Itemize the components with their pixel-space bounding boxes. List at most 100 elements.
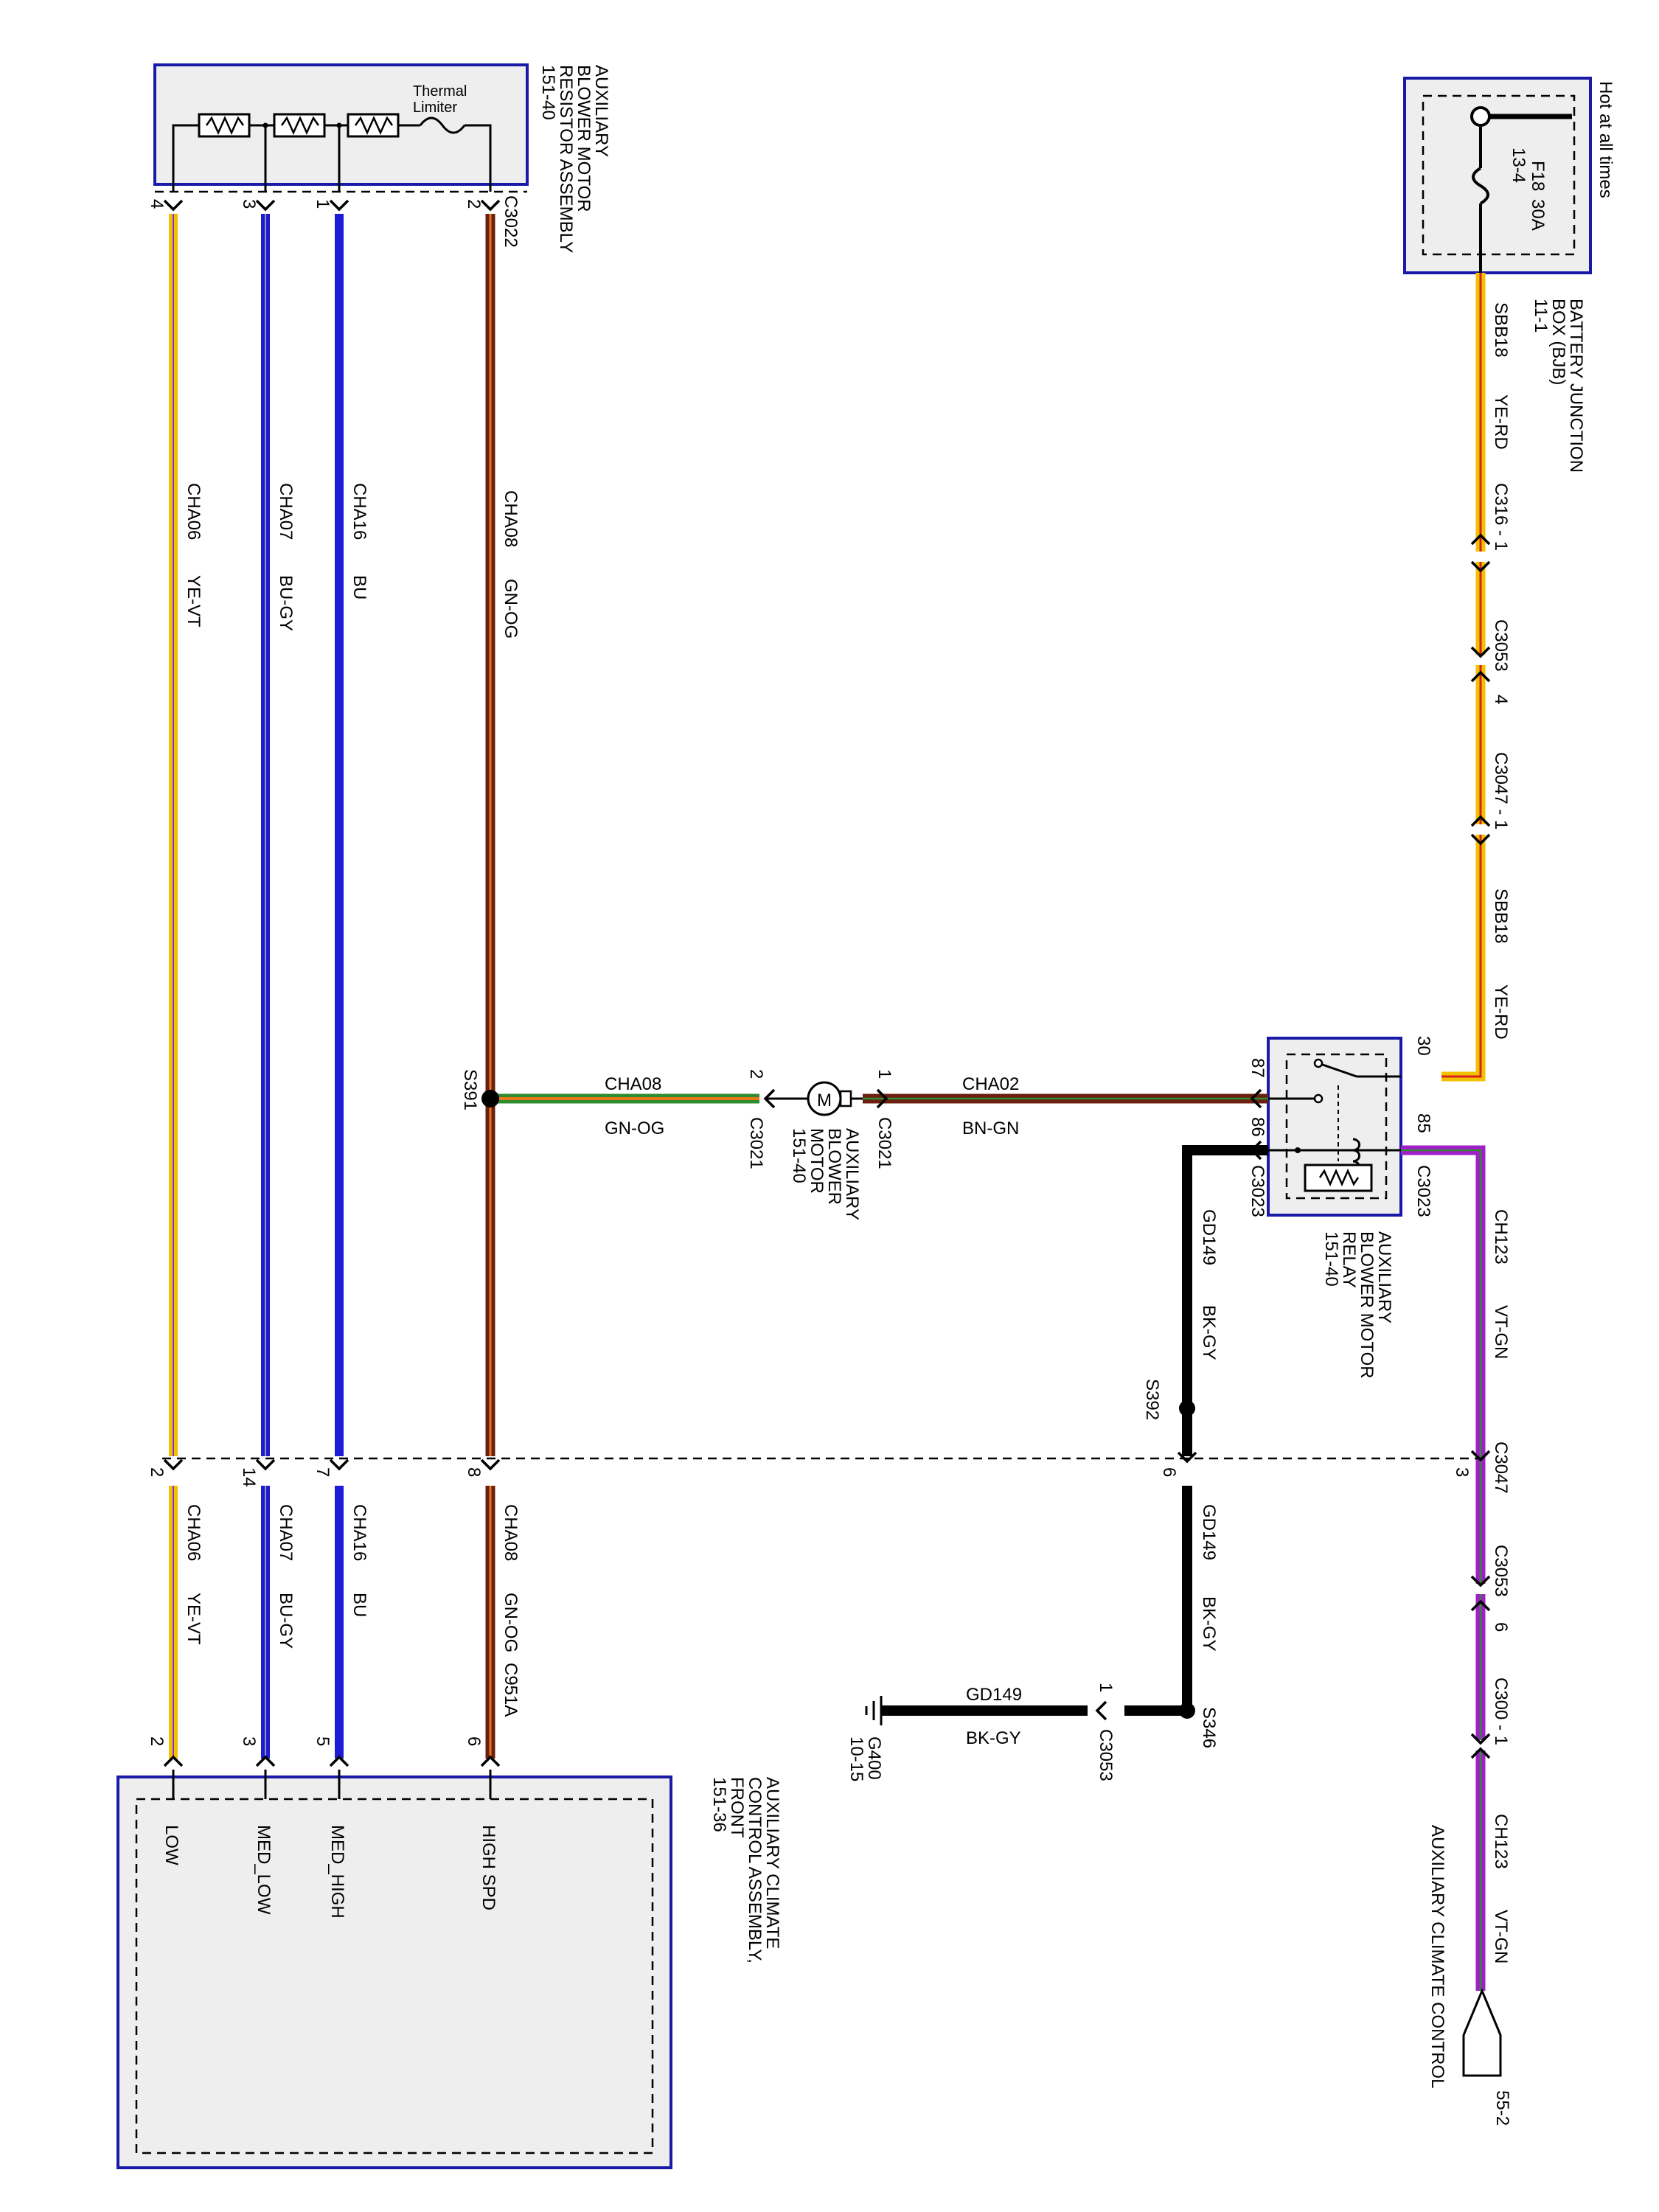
c3053-6-label: C3053	[1491, 1545, 1511, 1597]
wire-ch123-circuit-b: CH123	[1491, 1814, 1511, 1869]
c3047-break	[1471, 824, 1490, 835]
c3021-1-terminal	[876, 1088, 888, 1109]
c3023-label-b: C3023	[1248, 1165, 1267, 1217]
s346-label: S346	[1199, 1707, 1219, 1748]
pin-function-med-low: MED_LOW	[254, 1825, 274, 1915]
tap-dot-1	[262, 122, 268, 128]
motor-brush	[839, 1090, 852, 1107]
relay-inner-border	[1285, 1053, 1388, 1200]
resistor-lead-2	[465, 124, 492, 192]
motor-ref: 151-40	[789, 1128, 809, 1183]
wire-cha02	[863, 1088, 1268, 1109]
c951a-pin-3: 3	[239, 1736, 259, 1746]
resistor-2-zigzag	[280, 115, 320, 136]
labels: Hot at all times F18 30A 13-4 BATTERY JU…	[147, 65, 1615, 2126]
wire-ch123	[1401, 1145, 1502, 2077]
c3023-87-terminal	[1250, 1088, 1262, 1109]
wire-cha06-color-b: YE-VT	[184, 1593, 204, 1645]
relay-pin-86: 86	[1248, 1117, 1267, 1137]
wire-cha16-color-a: BU	[349, 575, 369, 599]
page-reference-flag-icon	[1462, 1988, 1502, 2077]
c3022-pin-2: 2	[464, 199, 484, 209]
fuse-location: 13-4	[1509, 147, 1528, 183]
wire-sbb18	[1441, 273, 1491, 1082]
wire-cha08-circuit-a: CHA08	[501, 490, 521, 547]
relay-switch-arm	[1318, 1062, 1357, 1078]
wire-gd149-color-c: BK-GY	[966, 1728, 1021, 1748]
bjb-label-line1: BATTERY JUNCTION	[1566, 299, 1586, 473]
thermal-limiter-label-line2: Limiter	[413, 100, 457, 116]
auxiliary-climate-control-label: AUXILIARY CLIMATE CONTROL	[1427, 1825, 1447, 2088]
resistor-label-line1: AUXILIARY	[591, 65, 611, 157]
c3021-label-a: C3021	[874, 1117, 894, 1169]
wire-cha08-color-a: GN-OG	[501, 579, 521, 639]
c951a-3-terminal	[255, 1755, 276, 1767]
c3053-4-label: C3053	[1491, 619, 1511, 672]
module-label-line2: CONTROL ASSEMBLY,	[745, 1777, 765, 1964]
wire-sbb18-color-a: YE-RD	[1491, 394, 1511, 450]
s392-connector-terminal	[1177, 1451, 1197, 1464]
resistor-icon	[1318, 1168, 1360, 1187]
wire-ch123-color-a: VT-GN	[1491, 1305, 1511, 1359]
wire-gd149-circuit-c: GD149	[966, 1685, 1022, 1705]
c951a-6-terminal	[480, 1755, 501, 1767]
c316-break	[1471, 552, 1490, 562]
c3047-1-label: C3047 - 1	[1491, 752, 1511, 830]
wire-ch123-color-b: VT-GN	[1491, 1910, 1511, 1964]
c3022-3-terminal	[255, 199, 276, 212]
c3022-1-terminal	[329, 199, 349, 212]
inline-pin-14: 14	[239, 1467, 259, 1487]
c3022-pin-3: 3	[239, 199, 259, 209]
motor-label-line2: BLOWER	[824, 1128, 844, 1205]
c300-male	[1470, 1733, 1491, 1745]
bjb-label-line2: BOX (BJB)	[1548, 299, 1568, 385]
c300-female	[1470, 1747, 1491, 1759]
wire-gd149-color-b: BK-GY	[1199, 1596, 1219, 1652]
c3023-label-a: C3023	[1413, 1165, 1433, 1217]
wire-cha07-color-b: BU-GY	[276, 1593, 296, 1649]
c3022-4-terminal	[163, 199, 184, 212]
wire-cha16-color-b: BU	[349, 1593, 369, 1617]
c3021-label-b: C3021	[746, 1117, 766, 1169]
tap-dot-2	[336, 122, 342, 128]
module-inner-border	[135, 1798, 654, 2154]
c3053-female-terminal-a	[1470, 670, 1491, 683]
c3021-pin-2: 2	[746, 1069, 766, 1079]
c316-label: C316 - 1	[1491, 483, 1511, 551]
c300-label: C300 - 1	[1491, 1677, 1511, 1745]
c951a-pin-6: 6	[464, 1736, 484, 1746]
c3022-label: C3022	[501, 195, 521, 248]
relay-ref: 151-40	[1321, 1231, 1341, 1287]
relay-pin-87: 87	[1248, 1058, 1267, 1078]
fuse-rating: 30A	[1528, 199, 1548, 231]
wire-cha07-color-a: BU-GY	[276, 575, 296, 631]
wire-ch123-green-stripe	[1401, 1149, 1482, 1991]
relay-contact-no	[1313, 1093, 1324, 1104]
c300-break	[1471, 1740, 1490, 1750]
c3053-6-break	[1471, 1584, 1490, 1594]
wire-cha16-circuit-a: CHA16	[349, 483, 369, 540]
c3053-6-female	[1470, 1599, 1491, 1612]
wire-cha08-color-b: GN-OG	[501, 1593, 521, 1652]
resistor-1-zigzag	[205, 115, 245, 136]
inline-pin-8: 8	[464, 1467, 484, 1477]
relay-pin-85: 85	[1413, 1113, 1433, 1133]
fuse-terminal	[1470, 106, 1491, 127]
relay-contact-nc	[1313, 1058, 1324, 1068]
blower-motor-resistor-assembly	[153, 63, 529, 193]
bjb-box	[1403, 77, 1592, 274]
c951a-pin-2: 2	[147, 1736, 167, 1746]
motor-label-line1: AUXILIARY	[842, 1128, 862, 1220]
auxiliary-climate-control-assembly	[116, 1770, 672, 2169]
wire-gd149-color-a: BK-GY	[1199, 1305, 1219, 1360]
c3053-ground-label: C3053	[1096, 1729, 1116, 1781]
c3047-3-terminal	[1470, 1450, 1491, 1462]
c3021-pin-1: 1	[874, 1069, 894, 1079]
wire-gd149	[865, 1140, 1268, 1725]
motor-label-line3: MOTOR	[807, 1128, 827, 1194]
relay-label-line1: AUXILIARY	[1374, 1231, 1394, 1324]
module-ref: 151-36	[709, 1777, 729, 1832]
c3053-male-terminal-a	[1470, 646, 1491, 658]
inline-7-terminal	[329, 1458, 349, 1471]
